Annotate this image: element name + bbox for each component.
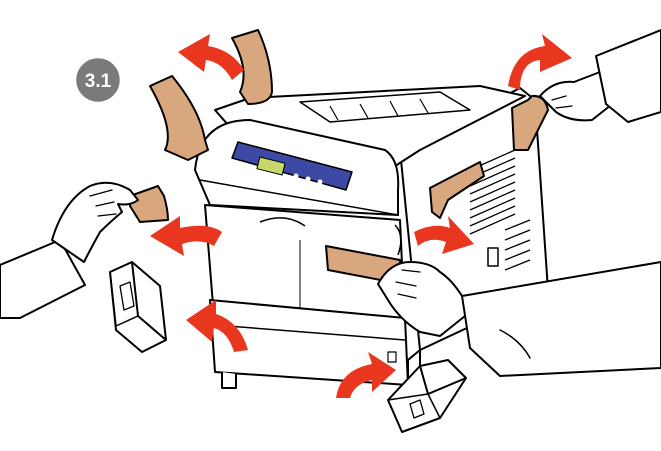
lcd-display	[256, 156, 286, 176]
foam-block-right	[387, 359, 467, 433]
arrow-top-right	[508, 34, 572, 90]
tape-strip-top-center	[231, 29, 273, 105]
hand-right-top	[539, 29, 661, 123]
arrow-left	[150, 216, 222, 256]
tape-strip-side	[429, 161, 485, 219]
foam-block-left	[109, 261, 167, 353]
tape-strip-top-left	[149, 75, 209, 161]
arrow-bottom-left	[186, 300, 248, 352]
step-badge: 3.1	[73, 55, 123, 105]
step-number: 3.1	[85, 71, 112, 92]
hand-left	[0, 181, 139, 319]
tape-strip-left-hand	[129, 185, 169, 223]
arrow-bottom-right	[336, 352, 396, 398]
hand-right-front	[377, 261, 661, 377]
arrow-top-left	[178, 34, 244, 80]
arrow-right	[414, 216, 474, 254]
